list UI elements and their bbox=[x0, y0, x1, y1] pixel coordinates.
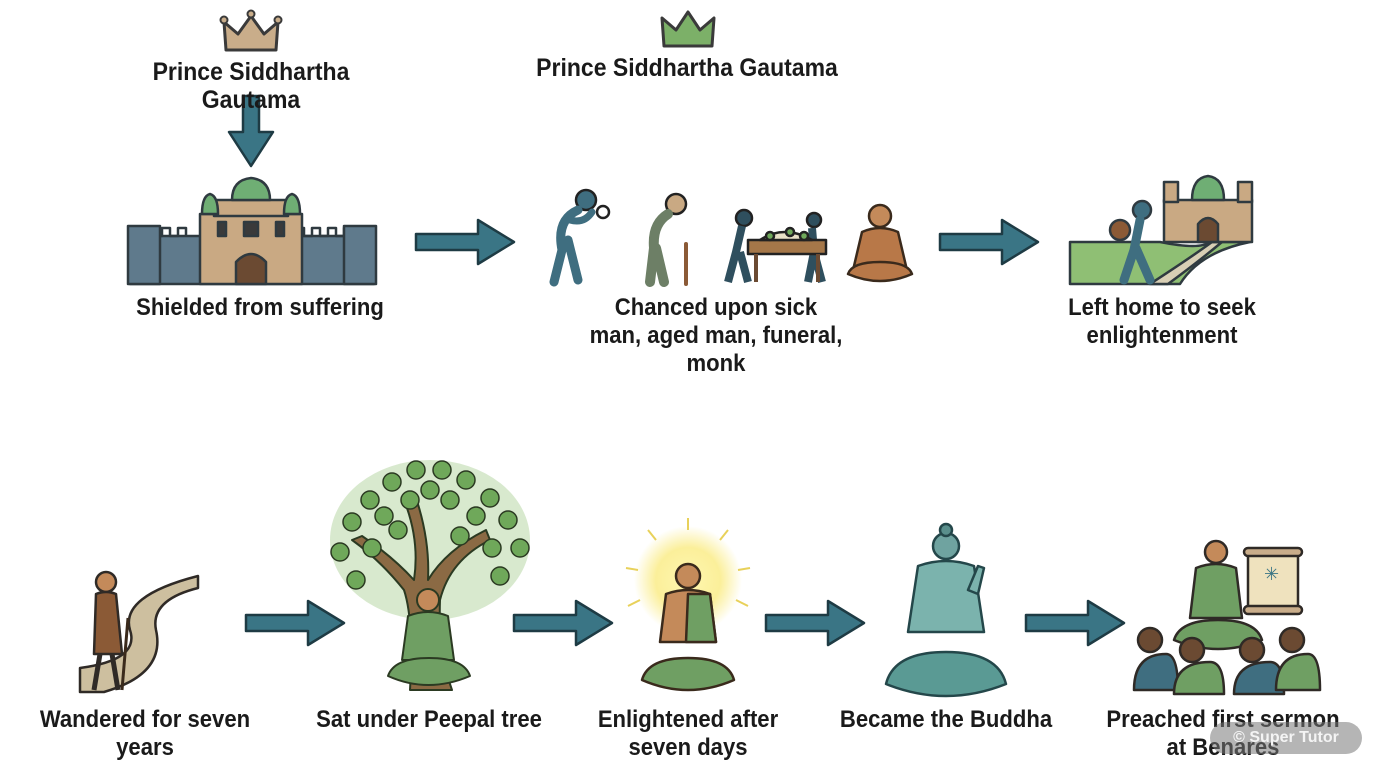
step-label-3: Left home to seek enlightenment bbox=[1068, 294, 1256, 349]
crown-icon bbox=[219, 9, 283, 52]
step-label-1: Shielded from suffering bbox=[136, 294, 384, 321]
step-label-2: Chanced upon sick man, aged man, funeral… bbox=[589, 294, 843, 377]
funeral-icon bbox=[724, 208, 828, 284]
sermon-icon: ✳ bbox=[1132, 539, 1322, 696]
step-label-7: Became the Buddha bbox=[839, 706, 1053, 733]
right-arrow-icon bbox=[512, 599, 614, 647]
title-center: Prince Siddhartha Gautama bbox=[536, 54, 838, 82]
aged-man-icon bbox=[645, 192, 688, 287]
down-arrow-icon bbox=[227, 94, 275, 168]
watermark: © Super Tutor bbox=[1210, 722, 1362, 754]
peepal-tree-icon bbox=[330, 460, 530, 691]
crown-icon bbox=[660, 10, 716, 48]
monk-icon bbox=[846, 203, 914, 283]
sick-man-icon bbox=[549, 188, 611, 287]
right-arrow-icon bbox=[1024, 599, 1126, 647]
right-arrow-icon bbox=[938, 218, 1040, 266]
right-arrow-icon bbox=[244, 599, 346, 647]
glowing-buddha-icon bbox=[625, 518, 751, 692]
step-label-4: Wandered for seven years bbox=[39, 706, 251, 761]
step-label-6: Enlightened after seven days bbox=[597, 706, 779, 761]
title-left: Prince Siddhartha Gautama bbox=[152, 58, 350, 114]
palace-icon bbox=[126, 176, 378, 286]
svg-text:✳: ✳ bbox=[1264, 564, 1279, 585]
wanderer-icon bbox=[78, 570, 200, 694]
buddha-statue-icon bbox=[884, 522, 1008, 698]
right-arrow-icon bbox=[764, 599, 866, 647]
departing-man-icon bbox=[1068, 174, 1254, 286]
step-label-5: Sat under Peepal tree bbox=[316, 706, 542, 733]
right-arrow-icon bbox=[414, 218, 516, 266]
